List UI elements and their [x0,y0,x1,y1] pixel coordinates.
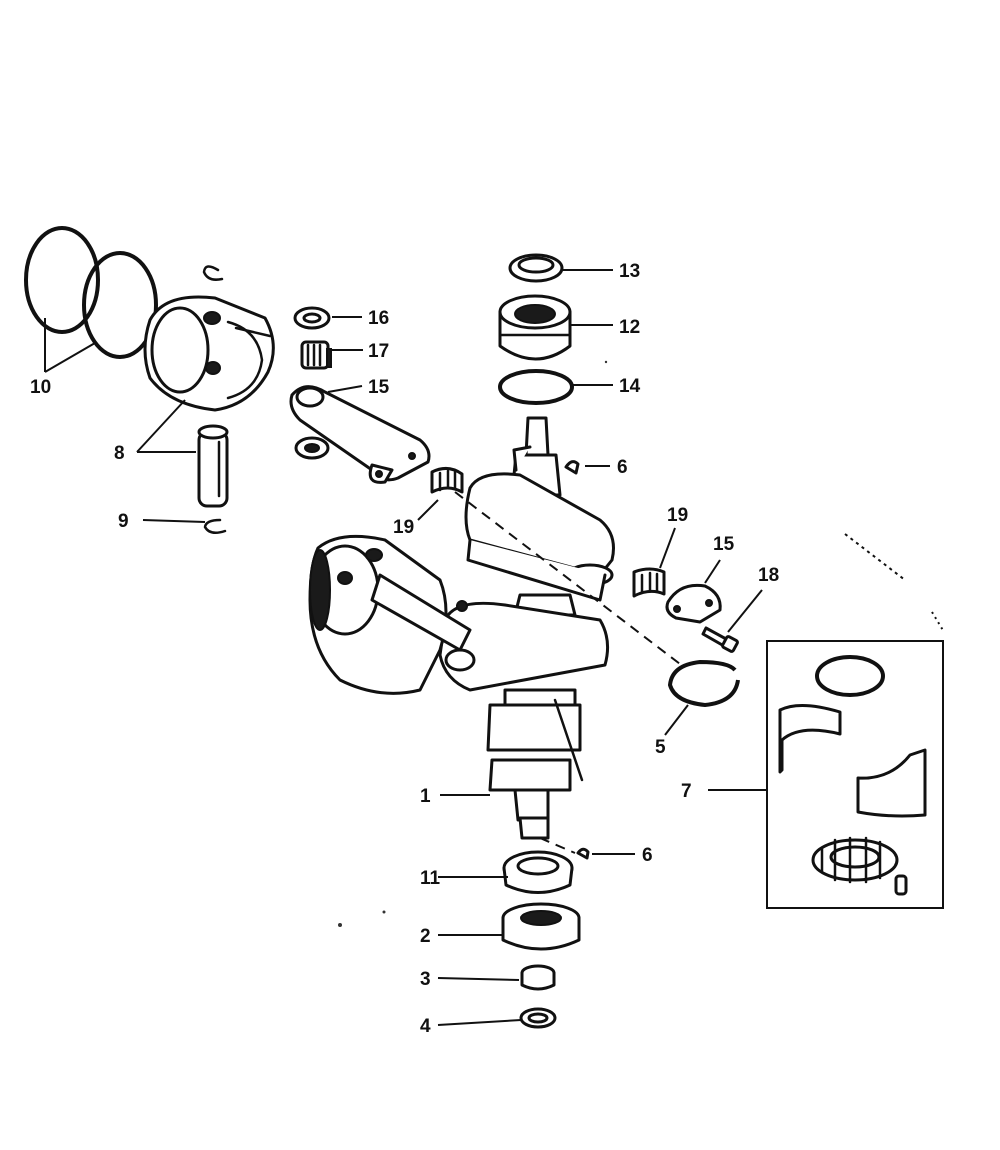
inset-kit-frame [766,640,944,909]
rod-cap [665,583,722,624]
callout-15-rod: 15 [368,377,390,398]
piston-pin-circlip [203,518,227,535]
callout-4: 4 [420,1016,431,1037]
seal-top [508,253,564,283]
callout-labels: 10 8 9 16 17 15 19 13 12 14 6 19 15 18 5… [30,261,779,1037]
callout-12: 8 [114,443,125,464]
needle-bearing-small [300,340,332,370]
roller-cage-segment [632,567,666,598]
callout-19-upper: 19 [393,517,414,538]
callout-18: 18 [758,565,779,586]
callout-19: 19 [667,505,688,526]
callout-11: 7 [681,781,692,802]
woodruff-key-bottom [576,847,590,860]
assembly-axis-line-lower [539,837,576,854]
callout-17: 17 [368,341,389,362]
callout-15-cap: 15 [713,534,735,555]
bearing-kit-inset [778,655,927,896]
thrust-washer [293,306,331,330]
callout-6-top: 6 [617,457,628,478]
rod-bolt [701,626,739,653]
o-ring [498,369,574,405]
callout-8: 12 [619,317,640,338]
callout-14: 10 [30,377,51,398]
oil-seal-carrier [502,850,574,894]
wrist-pin [197,424,229,508]
assembly-axis-line [454,491,681,665]
thrust-washer-lower [294,436,330,460]
thrust-washer-bottom [519,1007,557,1029]
callout-10: 14 [619,376,641,397]
callout-6-bottom: 6 [642,845,653,866]
leader-lines [44,269,767,1026]
ball-bearing [501,902,581,951]
crankshaft [438,416,615,840]
woodruff-key-top [564,460,580,475]
roller-cage-segment-upper [430,467,464,494]
piston-rings [24,226,158,359]
piston-assembly [308,534,472,695]
callout-1: 1 [420,786,431,807]
piston [143,295,275,412]
callout-7: 11 [420,868,441,889]
callout-13: 9 [118,511,129,532]
scan-specks [338,360,945,927]
callout-5: 5 [655,737,666,758]
callout-9: 13 [619,261,640,282]
callout-16: 16 [368,308,389,329]
callout-3: 3 [420,969,431,990]
connecting-rod [289,385,431,484]
roller-bearing-top [498,294,572,361]
piston-pin-circlip-top [202,265,224,281]
retaining-ring [667,659,740,708]
needle-bearing [520,964,556,991]
callout-2: 2 [420,926,431,947]
